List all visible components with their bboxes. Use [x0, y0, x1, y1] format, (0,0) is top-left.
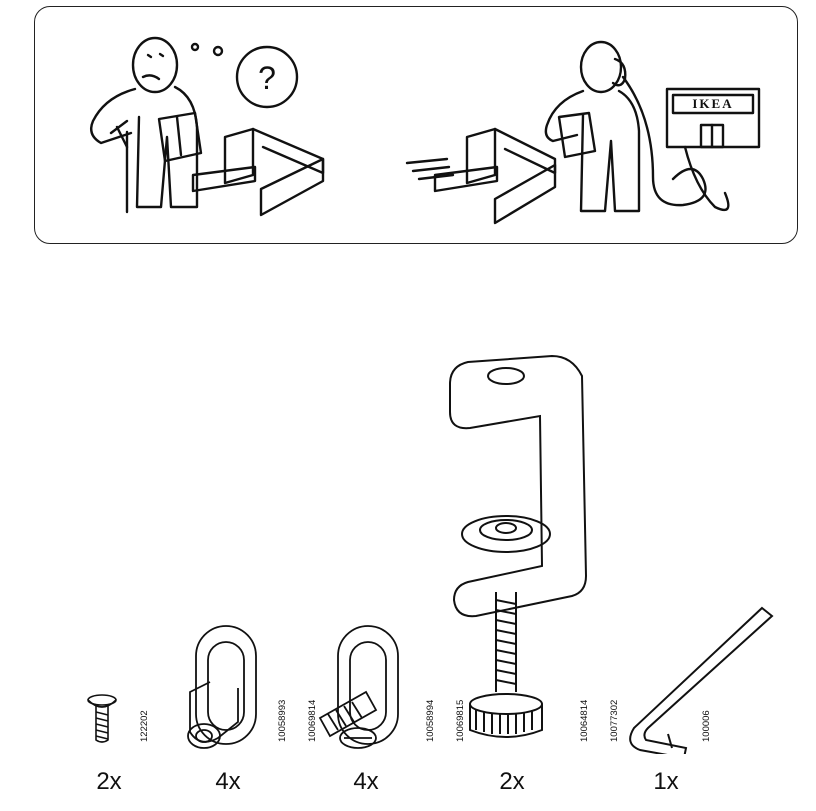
confused-person-icon — [90, 36, 203, 214]
help-illustration: ? IKEA — [90, 36, 761, 225]
quantity-allen-key: 1x — [653, 768, 679, 795]
article-number-cam-bolt: 10058994 10069815 — [425, 699, 466, 742]
ikea-store-icon — [665, 87, 761, 212]
quantity-cam-housing: 4x — [215, 768, 241, 795]
quantity-clamp: 2x — [499, 768, 525, 795]
article-number-cam-housing: 10058993 10069814 — [277, 699, 318, 742]
thought-bubble — [235, 45, 299, 109]
c-clamp-icon — [449, 354, 588, 738]
cam-lock-housing-icon — [187, 625, 257, 749]
furniture-boards-right — [405, 127, 557, 225]
article-number-screw: 122202 — [139, 710, 150, 742]
help-panel: ? IKEA — [34, 6, 798, 244]
quantity-cam-bolt: 4x — [353, 768, 379, 795]
ikea-sign: IKEA — [692, 96, 733, 111]
article-number-clamp: 10064814 10077302 — [579, 699, 620, 742]
phone-person-icon — [544, 40, 707, 213]
screw-icon — [87, 694, 117, 743]
allen-key-icon — [629, 606, 774, 754]
cam-bolt-icon — [318, 625, 399, 749]
furniture-boards-left — [191, 127, 325, 217]
question-mark: ? — [258, 60, 276, 96]
article-number-allen-key: 100006 — [701, 710, 712, 742]
quantity-screw: 2x — [96, 768, 122, 795]
